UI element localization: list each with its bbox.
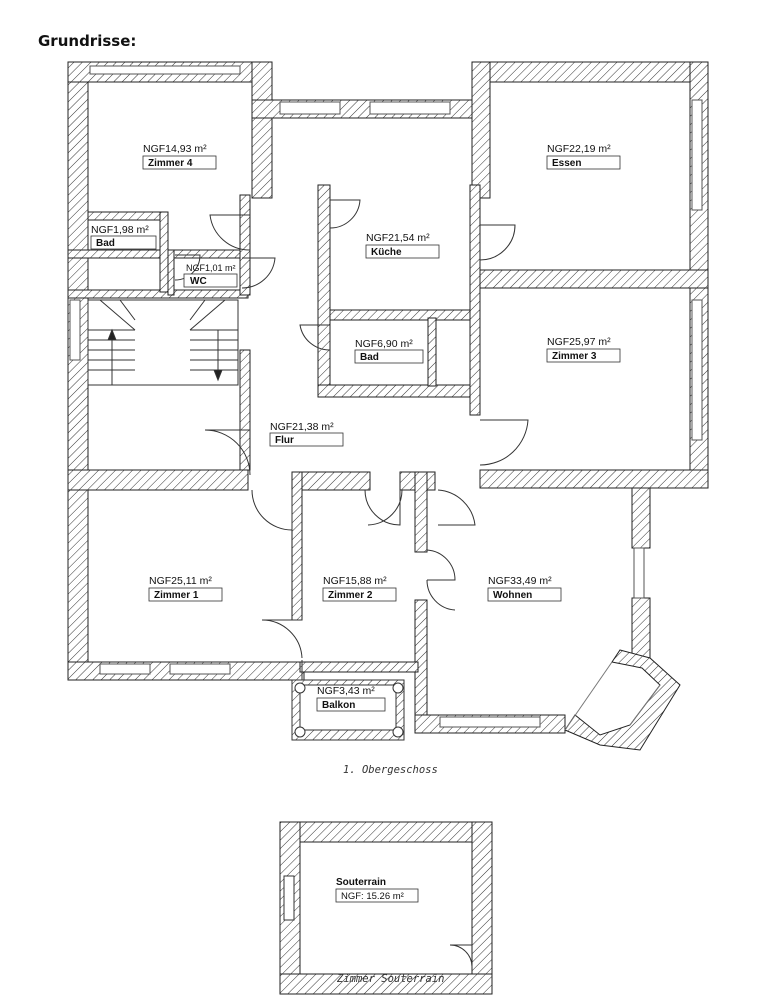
room-name: Flur xyxy=(275,435,294,446)
room-wc: NGF1,01 m² WC xyxy=(183,263,238,288)
room-name: Zimmer 3 xyxy=(552,351,597,362)
room-area: NGF21,38 m² xyxy=(270,421,334,433)
room-zimmer3: NGF25,97 m² Zimmer 3 xyxy=(546,336,621,363)
room-essen: NGF22,19 m² Essen xyxy=(546,143,621,170)
room-zimmer1: NGF25,11 m² Zimmer 1 xyxy=(148,575,223,602)
room-area: NGF: 15.26 m² xyxy=(341,891,404,902)
room-bad: NGF6,90 m² Bad xyxy=(354,338,424,364)
room-name: Küche xyxy=(371,247,402,258)
room-wohnen: NGF33,49 m² Wohnen xyxy=(487,575,562,602)
room-zimmer2: NGF15,88 m² Zimmer 2 xyxy=(322,575,397,602)
room-bad-small: NGF1,98 m² Bad xyxy=(90,224,157,250)
bay-window xyxy=(564,649,681,751)
room-area: NGF1,01 m² xyxy=(186,263,236,273)
windows xyxy=(69,65,703,728)
room-name: Zimmer 2 xyxy=(328,590,373,601)
room-name: WC xyxy=(190,276,207,287)
room-area: NGF25,97 m² xyxy=(547,336,611,348)
room-zimmer4: NGF14,93 m² Zimmer 4 xyxy=(142,143,217,170)
room-name: Zimmer 1 xyxy=(154,590,199,601)
room-area: NGF22,19 m² xyxy=(547,143,611,155)
basement-caption: Zimmer Souterrain xyxy=(337,973,445,985)
room-name: Wohnen xyxy=(493,590,532,601)
room-area: NGF14,93 m² xyxy=(143,143,207,155)
basement-details xyxy=(283,875,473,968)
room-area: NGF6,90 m² xyxy=(355,338,413,350)
page-heading: Grundrisse: xyxy=(38,32,137,50)
room-area: NGF15,88 m² xyxy=(323,575,387,587)
room-flur: NGF21,38 m² Flur xyxy=(269,421,344,447)
upper-floor-caption: 1. Obergeschoss xyxy=(343,764,438,776)
room-area: NGF33,49 m² xyxy=(488,575,552,587)
room-name: Bad xyxy=(360,352,379,363)
room-area: NGF3,43 m² xyxy=(317,685,375,697)
room-souterrain: Souterrain NGF: 15.26 m² xyxy=(335,877,419,903)
door-swings xyxy=(174,199,529,690)
basement-walls xyxy=(279,821,493,995)
room-area: NGF21,54 m² xyxy=(366,232,430,244)
room-kueche: NGF21,54 m² Küche xyxy=(365,232,440,259)
staircase xyxy=(87,299,239,386)
room-balkon: NGF3,43 m² Balkon xyxy=(316,685,386,712)
room-name: Balkon xyxy=(322,700,355,711)
room-area: NGF25,11 m² xyxy=(149,575,212,587)
room-name: Bad xyxy=(96,238,115,249)
room-name: Zimmer 4 xyxy=(148,158,193,169)
room-name: Essen xyxy=(552,158,581,169)
room-area: NGF1,98 m² xyxy=(91,224,149,236)
room-name: Souterrain xyxy=(336,877,386,888)
